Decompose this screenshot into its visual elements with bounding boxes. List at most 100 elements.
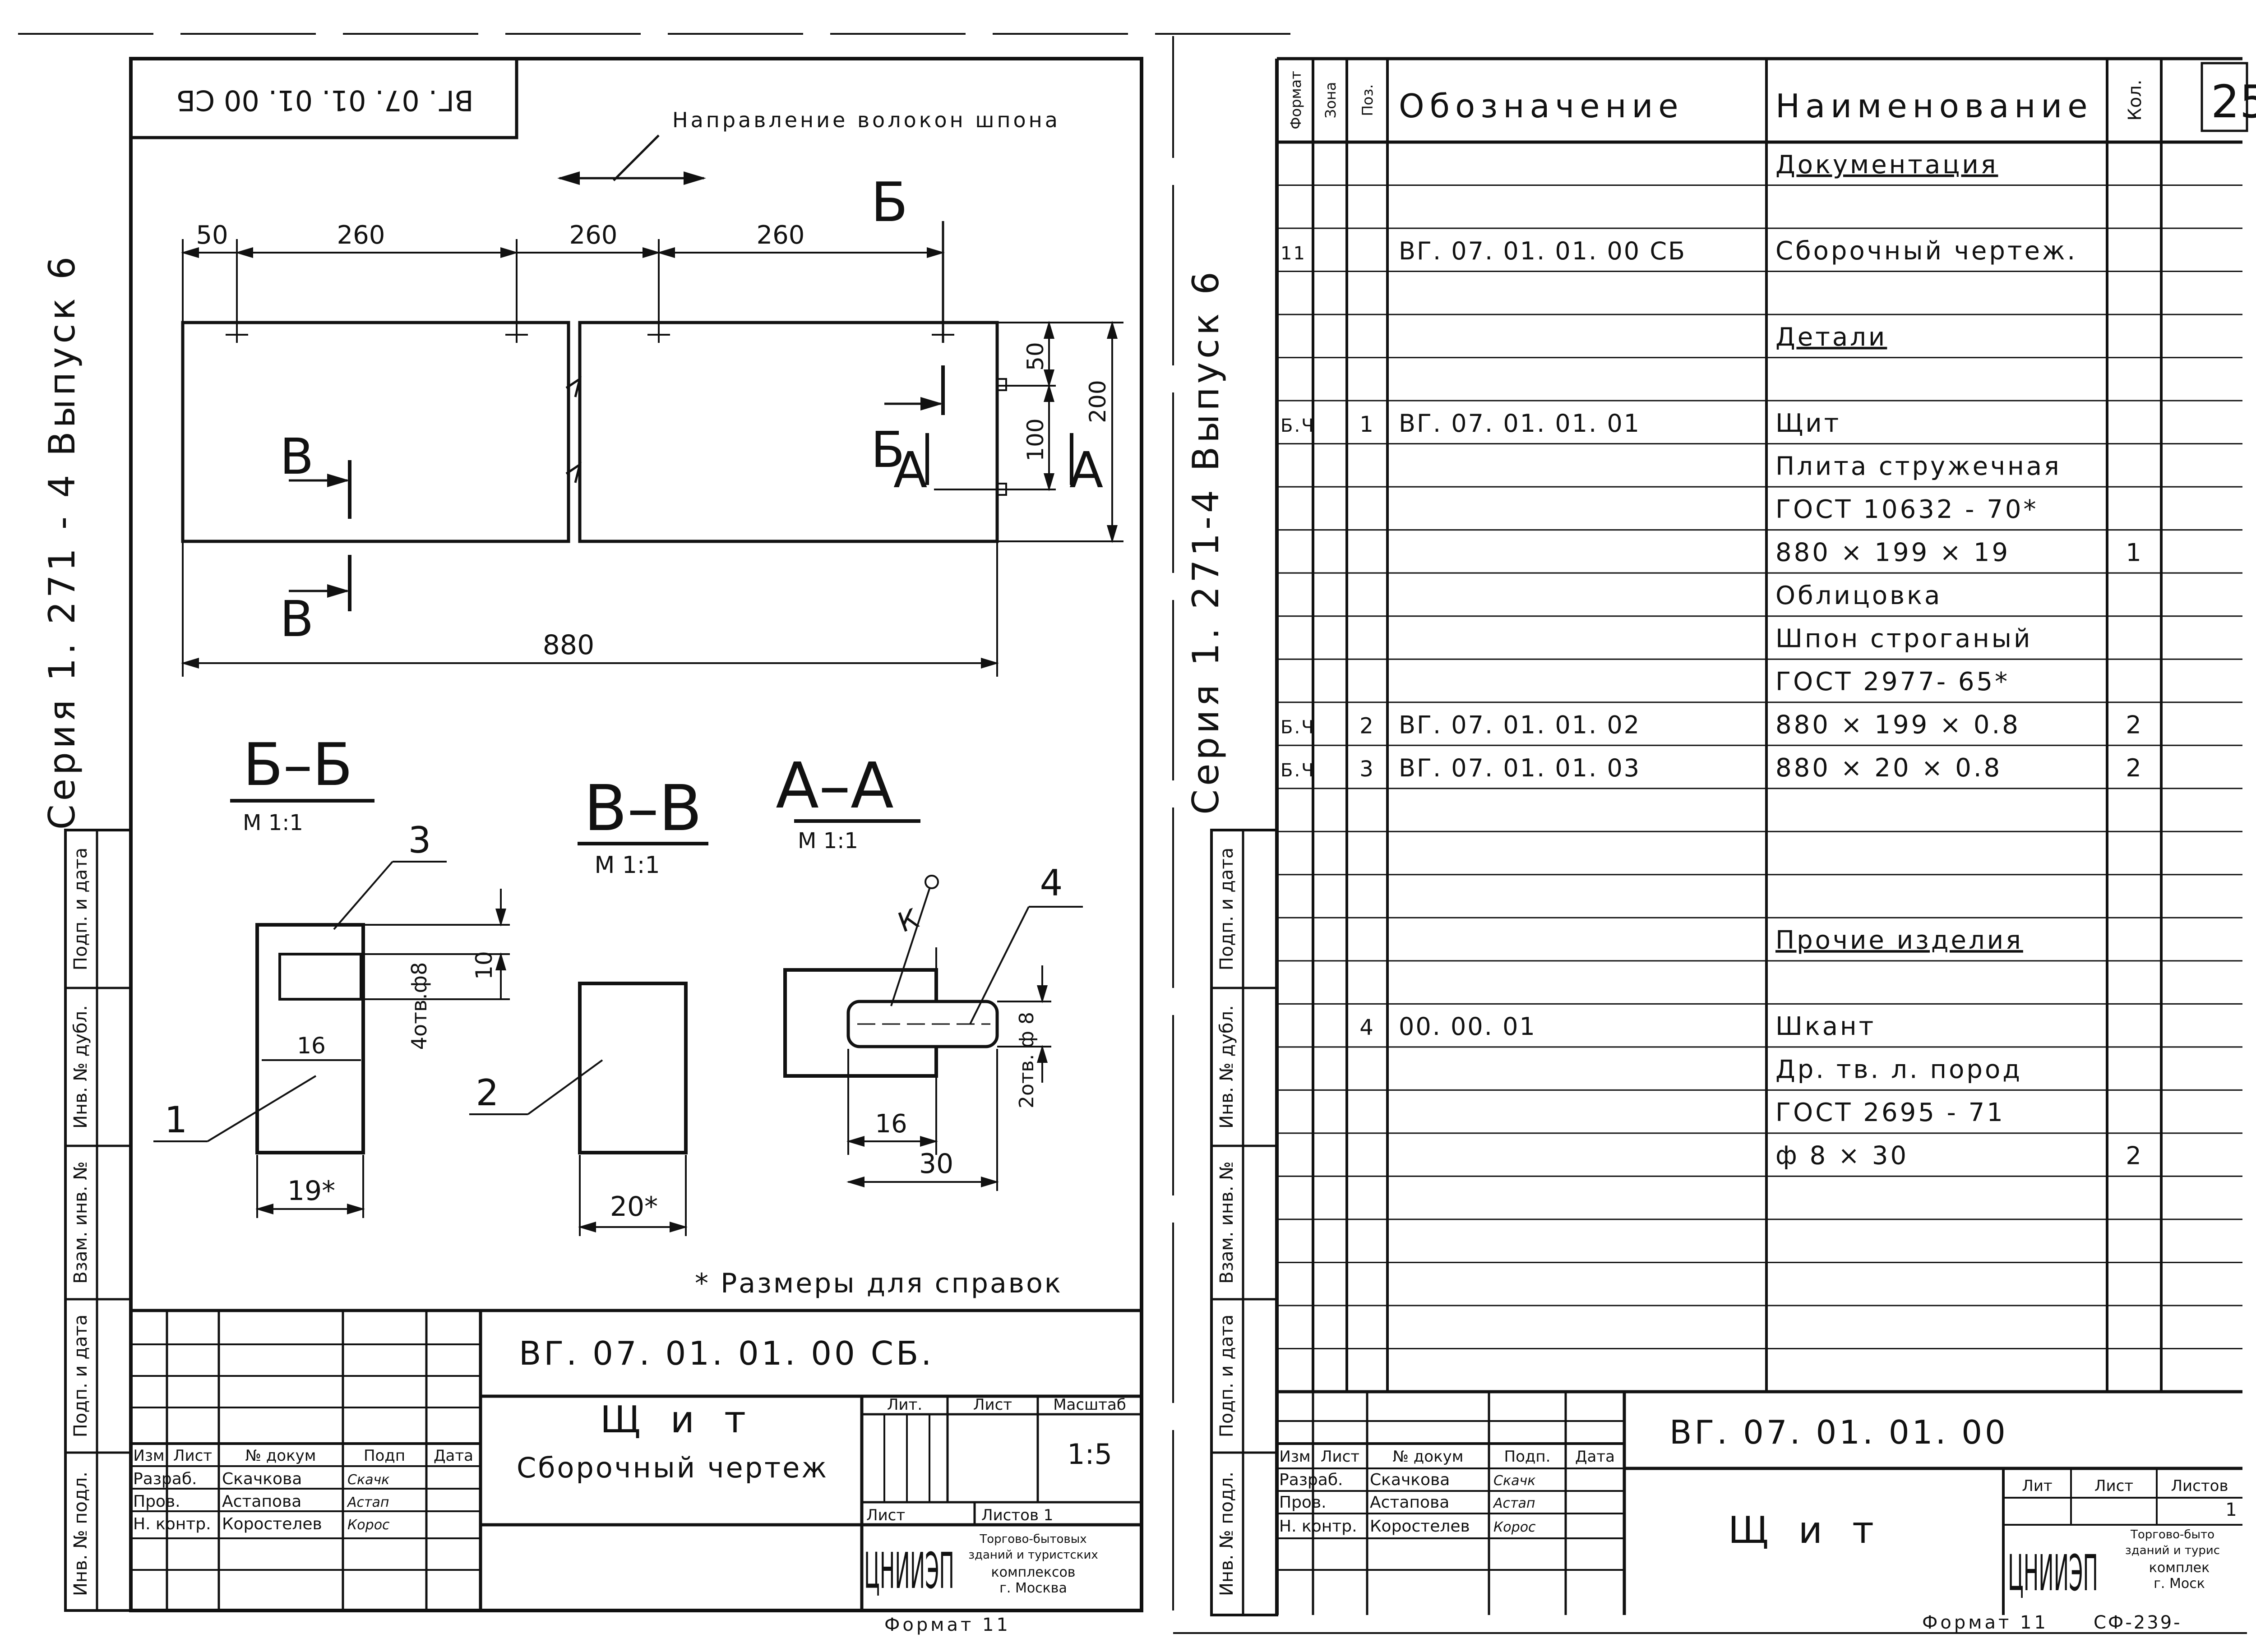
- tb-left-sign-1: Скачк: [347, 1472, 389, 1488]
- dim-880: 880: [543, 629, 595, 661]
- tb-left-head-sign: Подп: [364, 1447, 405, 1465]
- section-aa-dim-16: 16: [875, 1109, 907, 1139]
- right-page-number: 25: [2211, 75, 2256, 128]
- spec-row-14-n: 880 × 199 × 0.8: [1775, 710, 2020, 739]
- tb-right-org-1: Торгово-быто: [2130, 1528, 2214, 1541]
- fiber-direction-note: Направление волокон шпона: [672, 108, 1060, 132]
- right-sheet: Инв. № подл. Подп. и дата Взам. инв. № И…: [1172, 36, 2256, 1634]
- tb-right-org-2: зданий и турис: [2125, 1544, 2220, 1557]
- right-side-col-5: Подп. и дата: [1216, 848, 1237, 970]
- section-aa-dim-30: 30: [919, 1148, 953, 1180]
- spec-row-14-f: Б.Ч: [1281, 717, 1315, 738]
- section-bb: Б–Б М 1:1 16 10 4отв.ф8 19* 1 3: [153, 730, 510, 1218]
- spec-row-21-d: 00. 00. 01: [1399, 1012, 1536, 1041]
- tb-left-name-1: Скачкова: [222, 1470, 302, 1488]
- left-side-col-4: Инв. № дубл.: [70, 1005, 91, 1129]
- left-sheet: Инв. № подл. Подп. и дата Взам. инв. № И…: [18, 33, 1290, 1635]
- tb-right-sign-2: Астап: [1493, 1495, 1535, 1511]
- section-aa-pos-4: 4: [1040, 862, 1063, 904]
- tb-left-org-3: комплексов: [991, 1564, 1075, 1580]
- section-bb-scale: М 1:1: [243, 810, 303, 835]
- tb-right-sheets-val: 1: [2225, 1500, 2237, 1520]
- spec-row-24-n: ф 8 × 30: [1775, 1141, 1909, 1171]
- tb-left-scale-head: Масштаб: [1053, 1396, 1126, 1414]
- tb-right-org-3: комплек: [2149, 1560, 2210, 1576]
- specification-table: 25 Формат Зона Поз. Обозначение Наименов…: [1275, 57, 2256, 1615]
- tb-right-sign-3: Корос: [1493, 1519, 1536, 1535]
- tb-right-head-sign: Подп.: [1504, 1448, 1551, 1466]
- spec-row-14-q: 2: [2126, 711, 2142, 739]
- section-bb-pos-1: 1: [165, 1099, 188, 1141]
- dim-260-b: 260: [569, 221, 618, 250]
- tb-right-sheet: Лист: [2094, 1477, 2133, 1495]
- section-vv: В–В М 1:1 20* 2: [469, 772, 708, 1236]
- tb-left-code: ВГ. 07. 01. 01. 00 СБ.: [519, 1334, 934, 1372]
- tb-right-org-4: г. Моск: [2154, 1576, 2205, 1592]
- main-plan-view: 50 260 260 260 880 50 100 200 Б Б А: [181, 171, 1123, 677]
- spec-row-7-d: ВГ. 07. 01. 01. 01: [1399, 409, 1641, 438]
- tb-right-role-3: Н. контр.: [1279, 1517, 1357, 1536]
- section-bb-dim-10: 10: [471, 951, 497, 980]
- tb-left-sheet2: Лист: [866, 1506, 905, 1524]
- spec-row-23-n: ГОСТ 2695 - 71: [1775, 1098, 2005, 1127]
- left-side-col-3: Взам. инв. №: [70, 1161, 91, 1284]
- right-code-bottom: СФ-239-: [2094, 1612, 2182, 1633]
- spec-head-zone: Зона: [1322, 82, 1339, 119]
- tb-left-org-4: г. Москва: [999, 1580, 1067, 1596]
- tb-right-head-doc: № докум: [1393, 1448, 1464, 1466]
- tb-left-org-2: зданий и туристских: [968, 1548, 1098, 1562]
- section-bb-holes: 4отв.ф8: [407, 962, 431, 1050]
- spec-row-22-n: Др. тв. л. пород: [1775, 1055, 2022, 1084]
- spec-row-15-p: 3: [1359, 757, 1375, 782]
- right-format-label: Формат 11: [1922, 1612, 2048, 1633]
- spec-row-10-q: 1: [2126, 538, 2142, 567]
- right-side-col-3: Взам. инв. №: [1216, 1161, 1237, 1284]
- tb-right-role-1: Разраб.: [1279, 1471, 1343, 1489]
- right-side-col-4: Инв. № дубл.: [1216, 1005, 1237, 1129]
- section-aa-title: А–А: [776, 749, 894, 823]
- spec-row-1-n: Документация: [1775, 150, 1998, 180]
- tb-right-name-1: Скачкова: [1370, 1471, 1450, 1489]
- tb-left-head-izm: Изм: [133, 1447, 164, 1465]
- reference-dimensions-note: * Размеры для справок: [695, 1268, 1063, 1299]
- tb-left-role-3: Н. контр.: [133, 1515, 211, 1533]
- section-bb-dim-19: 19*: [287, 1175, 335, 1207]
- spec-row-15-q: 2: [2126, 754, 2142, 782]
- spec-row-24-q: 2: [2126, 1142, 2142, 1170]
- tb-right-name-3: Коростелев: [1370, 1517, 1470, 1536]
- section-v-top-letter: В: [280, 428, 314, 485]
- stamp-code: ВГ. 07. 01. 01. 00 СБ: [176, 84, 473, 117]
- left-series-label: Серия 1. 271 - 4 Выпуск 6: [41, 253, 83, 830]
- section-a-left-letter: А: [893, 441, 927, 499]
- dim-50-right: 50: [1022, 342, 1049, 371]
- section-aa-holes: 2отв. ф 8: [1015, 1012, 1038, 1108]
- section-a-right-letter: А: [1069, 441, 1103, 499]
- tb-left-role-2: Пров.: [133, 1492, 180, 1511]
- tb-left-org-logo: ЦНИИЭП: [864, 1542, 954, 1600]
- tb-left-name-2: Астапова: [222, 1492, 301, 1511]
- right-side-col-1: Инв. № подл.: [1216, 1472, 1237, 1596]
- spec-row-10-n: 880 × 199 × 19: [1775, 538, 2010, 567]
- section-bb-dim-16: 16: [297, 1033, 326, 1059]
- tb-left-org-1: Торгово-бытовых: [979, 1532, 1086, 1546]
- dim-100: 100: [1022, 418, 1049, 461]
- tb-right-product-name: Щ и т: [1728, 1509, 1883, 1552]
- tb-right-sheets: Листов: [2171, 1477, 2228, 1495]
- spec-head-pos: Поз.: [1359, 84, 1376, 116]
- section-aa-k-label: К: [894, 903, 923, 939]
- spec-row-15-d: ВГ. 07. 01. 01. 03: [1399, 754, 1641, 782]
- tb-right-code: ВГ. 07. 01. 01. 00: [1669, 1413, 2008, 1451]
- spec-row-13-n: ГОСТ 2977- 65*: [1775, 667, 2010, 697]
- tb-left-role-1: Разраб.: [133, 1470, 197, 1488]
- spec-row-15-n: 880 × 20 × 0.8: [1775, 753, 2002, 783]
- tb-right-org-logo: ЦНИИЭП: [2008, 1544, 2098, 1602]
- tb-right-lit: Лит: [2022, 1477, 2052, 1495]
- section-b-top-letter: Б: [871, 171, 908, 234]
- spec-row-3-f: 11: [1281, 243, 1306, 264]
- tb-left-sign-2: Астап: [347, 1495, 389, 1510]
- section-aa-scale: М 1:1: [798, 828, 858, 854]
- section-vv-title: В–В: [584, 772, 702, 845]
